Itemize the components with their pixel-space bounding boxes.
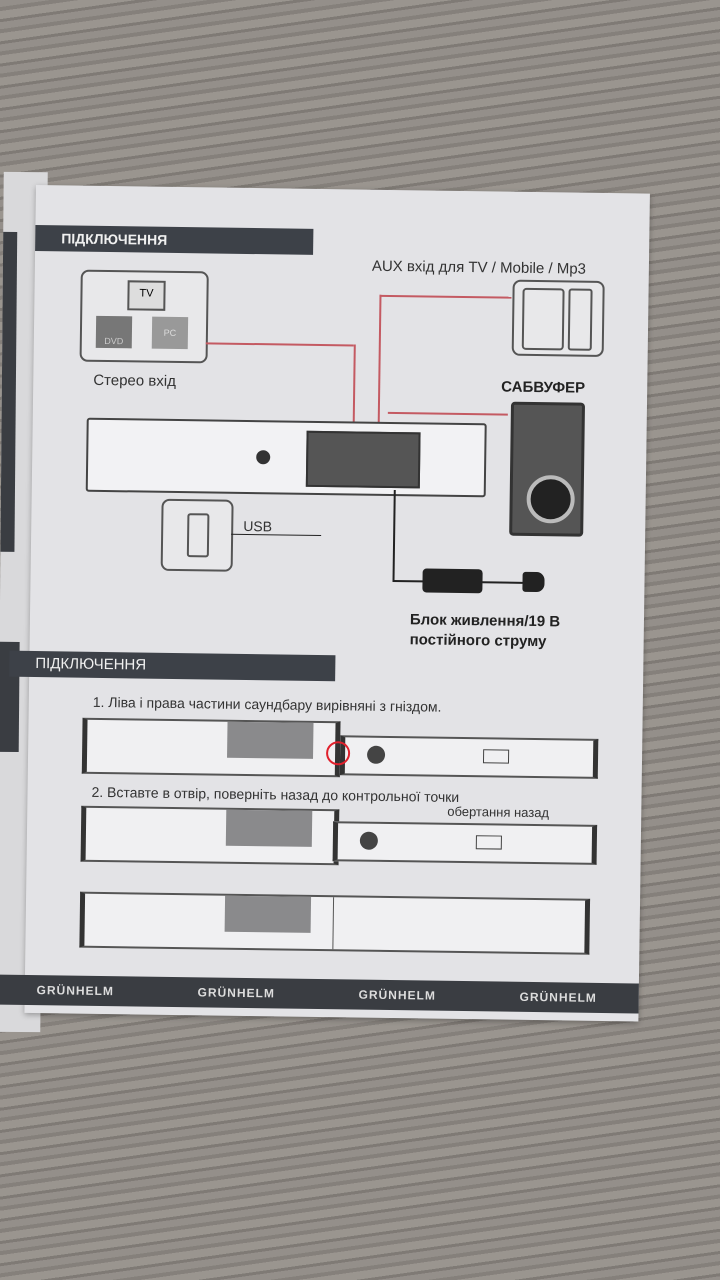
power-adapter-icon bbox=[422, 568, 483, 594]
subwoofer-label: САБВУФЕР bbox=[501, 378, 586, 397]
usb-port bbox=[256, 450, 271, 465]
subwoofer-cable bbox=[387, 411, 508, 416]
soundbar-unit bbox=[85, 417, 487, 498]
aux-label: AUX вхід для TV / Mobile / Mp3 bbox=[371, 257, 587, 278]
soundbar-right-half-step1 bbox=[339, 735, 599, 779]
aux-cable bbox=[379, 294, 512, 299]
section-header-connection-2: ПІДКЛЮЧЕННЯ bbox=[9, 650, 336, 682]
footer-brand-band: GRÜNHELM GRÜNHELM GRÜNHELM GRÜNHELM bbox=[0, 974, 639, 1014]
power-label-line2: постійного струму bbox=[409, 631, 547, 651]
section-header-connection: ПІДКЛЮЧЕННЯ bbox=[35, 224, 314, 255]
usb-cable bbox=[231, 533, 322, 537]
brand-logo: GRÜNHELM bbox=[36, 983, 115, 999]
soundbar-right-half-step2 bbox=[332, 821, 598, 865]
soundbar-left-half-step1 bbox=[81, 717, 341, 778]
pc-icon: PC bbox=[151, 316, 189, 350]
power-cable bbox=[392, 490, 396, 583]
stereo-input-label: Стерео вхід bbox=[93, 371, 177, 390]
rotate-back-label: обертання назад bbox=[447, 803, 550, 821]
usb-label: USB bbox=[243, 517, 273, 535]
power-cord bbox=[482, 581, 523, 584]
dvd-icon: DVD bbox=[95, 315, 133, 349]
soundbar-left-half-step2 bbox=[80, 805, 340, 866]
power-plug-icon bbox=[522, 571, 545, 593]
tv-icon: TV bbox=[127, 280, 166, 311]
brand-logo: GRÜNHELM bbox=[519, 989, 597, 1005]
mp3-player-icon bbox=[511, 279, 605, 357]
step-1-text: 1. Ліва і права частини саундбару вирівн… bbox=[92, 693, 442, 715]
power-cable-h bbox=[392, 580, 423, 583]
brand-logo: GRÜNHELM bbox=[358, 987, 436, 1003]
aux-cable-vertical bbox=[377, 294, 382, 435]
step-2-text: 2. Вставте в отвір, поверніть назад до к… bbox=[91, 783, 460, 805]
usb-drive-icon bbox=[160, 498, 234, 572]
brand-logo: GRÜNHELM bbox=[197, 985, 275, 1001]
manual-page: ПІДКЛЮЧЕННЯ AUX вхід для TV / Mobile / M… bbox=[0, 185, 650, 1022]
stereo-sources-box: TV DVD PC bbox=[79, 269, 209, 364]
soundbar-assembled bbox=[79, 891, 591, 955]
power-label-line1: Блок живлення/19 В bbox=[409, 611, 561, 631]
connector-panel bbox=[305, 430, 421, 489]
stereo-cable bbox=[205, 342, 354, 347]
subwoofer-icon bbox=[509, 401, 586, 537]
